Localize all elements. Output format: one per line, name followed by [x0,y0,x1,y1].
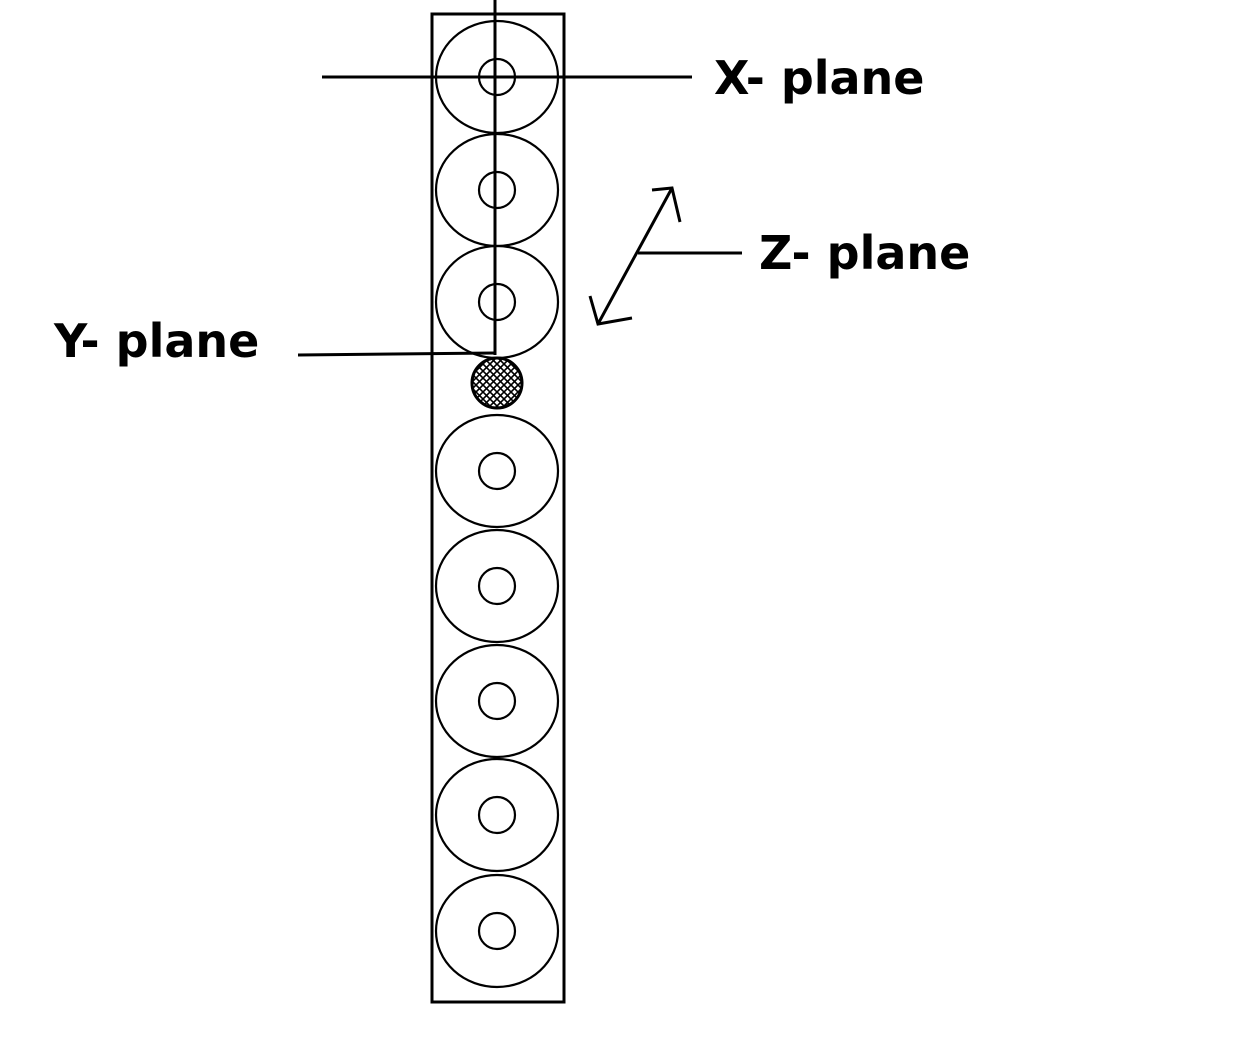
disc-2 [434,132,560,248]
disc-4 [434,413,560,529]
y-plane-line [297,351,496,357]
disc-6 [434,643,560,759]
disc-5 [434,528,560,644]
x-plane-label: X- plane [714,51,925,105]
z-plane-arrow [588,186,742,326]
z-plane-label: Z- plane [759,226,970,280]
disc-3 [434,244,560,360]
column-frame [430,12,566,1004]
y-plane-label: Y- plane [53,314,259,368]
disc-7 [434,757,560,873]
disc-8 [434,873,560,989]
disc-stack [434,19,560,989]
hatched-sphere [470,356,524,410]
